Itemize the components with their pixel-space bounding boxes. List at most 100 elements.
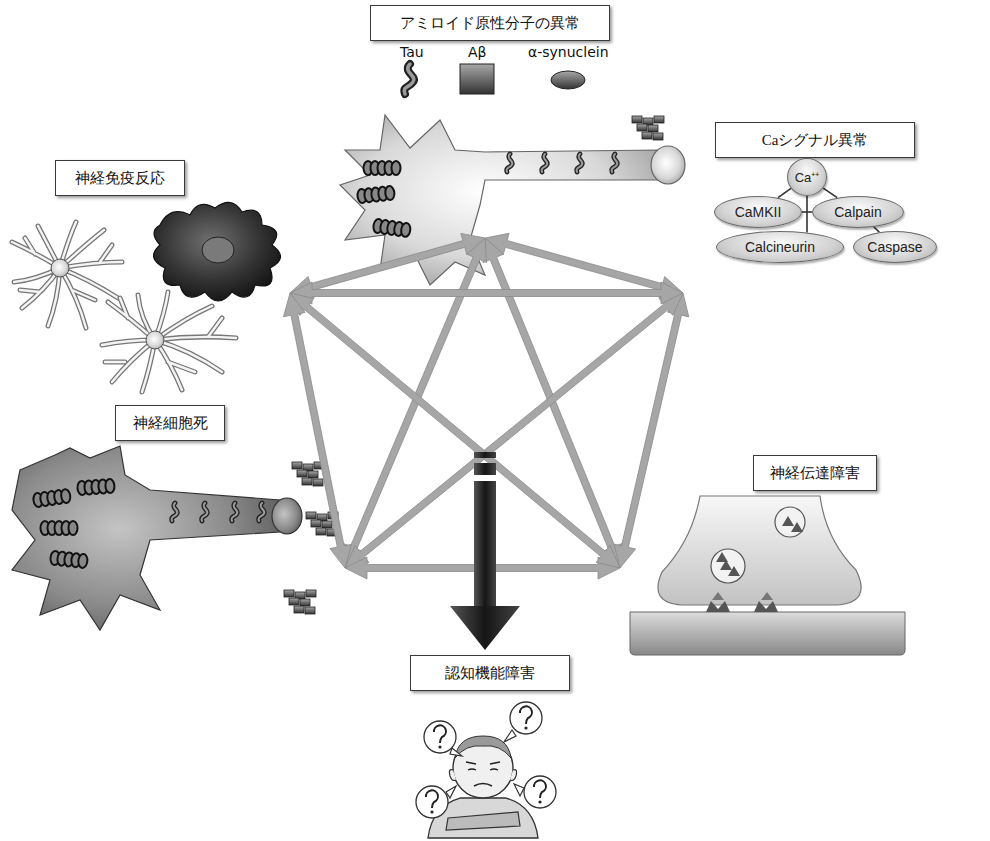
question-bubble <box>424 721 462 756</box>
question-bubble <box>504 730 516 742</box>
title-box: 神経免疫反応 <box>55 160 185 196</box>
astrocyte <box>12 222 122 328</box>
astrocyte <box>146 331 164 349</box>
question-bubble <box>424 721 456 753</box>
confused-man <box>455 736 511 758</box>
question-bubble <box>426 790 438 808</box>
question-bubble <box>416 786 456 818</box>
synapse <box>706 601 778 612</box>
double-arrow <box>485 233 683 297</box>
synapse <box>658 496 861 605</box>
astrocyte <box>51 259 69 277</box>
main-arrow <box>450 606 520 650</box>
astrocyte <box>102 292 236 392</box>
question-bubble <box>524 776 556 808</box>
node-text: Ca⁺⁺ <box>795 168 820 186</box>
link-line <box>802 211 812 213</box>
topic-group: アミロイド原性分子の異常 <box>340 5 700 238</box>
synapse <box>630 496 905 655</box>
node-text: 神経免疫反応 <box>75 170 165 186</box>
node-text: アミロイド原性分子の異常 <box>400 15 580 31</box>
neuron-dying <box>284 590 316 614</box>
neuron-dying <box>50 551 88 569</box>
confused-man <box>468 769 498 770</box>
neuron-dying <box>272 498 302 534</box>
molecule-icons <box>404 64 585 94</box>
question-bubble <box>520 706 532 724</box>
microglia <box>202 237 234 263</box>
enzyme-oval: CaMKII <box>714 196 802 228</box>
main-arrow <box>474 481 496 608</box>
neuron-dying <box>202 503 208 521</box>
neuron-dying <box>292 462 324 486</box>
neuron-dying <box>41 521 78 535</box>
double-arrow <box>614 293 689 568</box>
synapse <box>712 592 773 600</box>
main-arrow <box>474 452 496 458</box>
link-line <box>806 196 808 233</box>
microglia <box>154 202 281 301</box>
astrocyte <box>102 292 236 392</box>
question-bubble <box>514 784 524 796</box>
astrocyte <box>102 292 236 392</box>
neuron-healthy <box>507 154 513 172</box>
ion-circle: Ca⁺⁺ <box>787 158 827 196</box>
neuron-dying <box>12 446 280 630</box>
node-text: Caシグナル異常 <box>762 132 869 148</box>
confused-man <box>449 770 516 781</box>
question-bubble <box>524 726 527 729</box>
link-line <box>778 188 791 197</box>
title-box: 神経伝達障害 <box>753 455 877 491</box>
neuron-healthy <box>577 154 583 172</box>
neuron-healthy <box>542 154 548 172</box>
neuron-dying <box>12 446 338 630</box>
neuron-dying <box>172 503 178 521</box>
title-box: Caシグナル異常 <box>715 122 915 158</box>
topic-group: 神経細胞死 <box>5 400 345 640</box>
node-text: CaMKII <box>735 204 782 220</box>
title-box: アミロイド原性分子の異常 <box>370 5 610 41</box>
enzyme-oval: Calpain <box>812 196 904 228</box>
question-bubble <box>510 702 542 734</box>
confused-man <box>474 784 492 787</box>
synapse <box>782 516 803 532</box>
neuron-dying <box>259 503 265 521</box>
neuron-healthy <box>357 186 395 204</box>
molecule-icons <box>404 64 414 94</box>
molecule-label: Tau <box>400 44 424 61</box>
node-text: Calcineurin <box>745 239 815 255</box>
neuron-healthy <box>651 146 685 184</box>
neuron-healthy <box>373 218 412 237</box>
question-bubble <box>514 776 556 808</box>
question-bubble <box>450 748 462 756</box>
synapse <box>775 507 805 537</box>
neuron-dying <box>77 479 115 496</box>
node-text: Calpain <box>834 204 881 220</box>
neuron-healthy <box>340 115 685 285</box>
synapse <box>711 549 745 583</box>
double-arrow <box>345 293 683 568</box>
neuron-healthy <box>612 154 618 172</box>
link-line <box>823 188 837 198</box>
confused-man <box>446 812 520 830</box>
question-bubble <box>416 786 448 818</box>
question-bubble <box>434 725 446 743</box>
node-text: Caspase <box>867 239 922 255</box>
double-arrow <box>290 233 485 297</box>
neuron-dying <box>232 503 238 521</box>
confused-man <box>466 762 500 764</box>
molecule-label: α-synuclein <box>528 44 609 61</box>
neuron-healthy <box>340 115 660 285</box>
double-arrow <box>290 282 683 304</box>
neuron-healthy <box>632 116 664 140</box>
double-arrow <box>344 238 487 568</box>
node-text: 神経伝達障害 <box>770 465 860 481</box>
node-text: 神経細胞死 <box>133 415 208 431</box>
microglia <box>154 202 281 301</box>
question-bubble <box>504 702 542 742</box>
double-arrow <box>284 293 352 568</box>
title-box: 認知機能障害 <box>410 655 570 691</box>
molecule-icons <box>460 64 494 94</box>
